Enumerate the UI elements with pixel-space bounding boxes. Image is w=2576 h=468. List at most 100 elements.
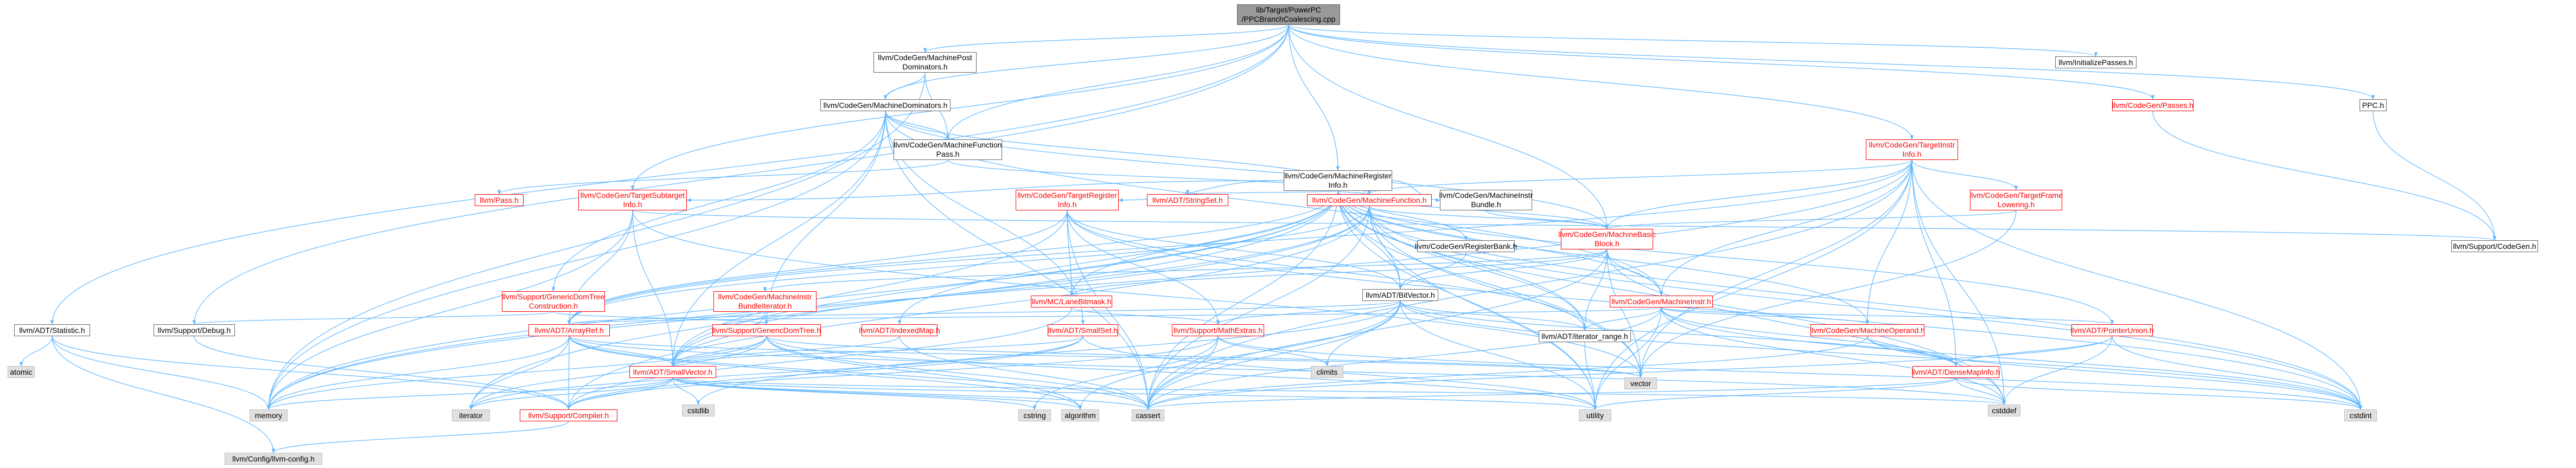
node-arrayref: llvm/ADT/ArrayRef.h (528, 324, 610, 336)
edge-cgpasses-to-codegenh (2152, 111, 2497, 241)
node-postdom[interactable]: llvm/CodeGen/MachinePost Dominators.h (873, 52, 977, 73)
node-memory: memory (250, 409, 288, 421)
edge-ptrunion-to-cstddef (2002, 336, 2113, 405)
node-tfl: llvm/CodeGen/TargetFrame Lowering.h (1969, 190, 2063, 210)
edge-smallvector-to-cassert (672, 377, 1150, 410)
node-iterrange[interactable]: llvm/ADT/iterator_range.h (1539, 330, 1631, 342)
node-mfpass[interactable]: llvm/CodeGen/MachineFunction Pass.h (894, 139, 1002, 160)
node-regbank[interactable]: llvm/CodeGen/RegisterBank.h (1415, 240, 1517, 252)
edge-regbank-to-bitvector (1398, 252, 1466, 290)
edge-tii-to-mf (1367, 159, 1912, 195)
edge-mi-to-mo (1661, 307, 1870, 325)
node-lanebit: llvm/MC/LaneBitmask.h (1031, 296, 1112, 307)
edge-mibi-to-smallvector (671, 311, 766, 367)
edge-compiler-to-config (271, 421, 569, 453)
edge-mbb-to-vector (1606, 249, 1643, 378)
edge-arrayref-to-cassert (569, 336, 1150, 410)
node-mdom[interactable]: llvm/CodeGen/MachineDominators.h (820, 99, 951, 111)
edge-tri-to-arrayref (567, 210, 1068, 325)
node-gdtc: llvm/Support/GenericDomTree Construction… (502, 291, 605, 312)
edge-mri-to-mib (1392, 180, 1440, 202)
edge-root-to-mfpass (946, 24, 1289, 140)
node-initpasses[interactable]: llvm/InitializePasses.h (2055, 56, 2137, 68)
node-codegenh[interactable]: llvm/Support/CodeGen.h (2451, 240, 2538, 252)
edge-smallset-to-iterator (469, 336, 1083, 410)
edge-gdt-to-utility (766, 336, 1597, 410)
edge-mathextras-to-cassert (1146, 336, 1219, 410)
edge-gdt-to-vector (766, 336, 1643, 378)
edge-arrayref-to-cstddef (569, 336, 2006, 405)
edge-mathextras-to-compiler (566, 336, 1219, 410)
edge-tri-to-bitvector (1067, 210, 1402, 290)
edge-mf-to-smallvector (671, 206, 1370, 367)
edge-mbb-to-cstddef (1606, 249, 2006, 405)
node-mo: llvm/CodeGen/MachineOperand.h (1810, 324, 1925, 336)
node-mibi: llvm/CodeGen/MachineInstr BundleIterator… (713, 291, 817, 312)
node-ppch[interactable]: PPC.h (2360, 99, 2387, 111)
edge-mdom-to-gdtc (551, 111, 886, 292)
edge-mi-to-densemapinfo (1661, 307, 1958, 367)
edge-mi-to-cstdint (1661, 307, 2363, 410)
node-tsi: llvm/CodeGen/TargetSubtarget Info.h (578, 190, 687, 210)
node-cstdlib: cstdlib (682, 405, 715, 416)
edge-bitvector-to-mathextras (1216, 300, 1401, 325)
edge-mathextras-to-climits (1217, 336, 1329, 367)
edge-statistic-to-memory (52, 336, 271, 410)
node-smallset: llvm/ADT/SmallSet.h (1048, 324, 1118, 336)
edge-root-to-initpasses (1288, 24, 2097, 57)
node-cstdint: cstdint (2344, 409, 2377, 421)
edge-iterrange-to-utility (1584, 342, 1597, 410)
edge-densemapinfo-to-utility (1593, 377, 1956, 410)
edge-statistic-to-config (52, 336, 276, 453)
edge-mf-to-mbb (1369, 206, 1609, 229)
edge-smallvector-to-utility (672, 377, 1597, 410)
edge-tsi-to-codegenh (632, 210, 2496, 241)
edge-mf-to-vector (1369, 206, 1643, 378)
node-tii: llvm/CodeGen/TargetInstr Info.h (1866, 139, 1958, 160)
edge-indexedmap-to-smallvector (671, 336, 900, 367)
node-algorithm: algorithm (1061, 409, 1099, 421)
node-debug[interactable]: llvm/Support/Debug.h (154, 324, 235, 336)
edge-root-to-debug (192, 24, 1289, 325)
edge-mi-to-ptrunion (1661, 307, 2114, 325)
node-mib[interactable]: llvm/CodeGen/MachineInstr Bundle.h (1439, 190, 1533, 210)
edge-tii-to-memory (266, 159, 1912, 410)
node-mri[interactable]: llvm/CodeGen/MachineRegister Info.h (1284, 170, 1392, 191)
edge-bitvector-to-utility (1400, 300, 1597, 410)
node-statistic[interactable]: llvm/ADT/Statistic.h (14, 324, 90, 336)
edge-mri-to-stringset (1186, 190, 1338, 195)
node-tri: llvm/CodeGen/TargetRegister Info.h (1016, 190, 1119, 210)
edge-tsi-to-smallvector (632, 210, 675, 367)
edge-mo-to-densemapinfo (1867, 336, 1958, 367)
edge-smallvector-to-cstddef (672, 377, 2006, 405)
edge-densemapinfo-to-cstdint (1955, 377, 2363, 410)
edge-bitvector-to-cassert (1146, 300, 1401, 410)
edge-gdt-to-iterator (469, 336, 767, 410)
edge-densemapinfo-to-cstddef (1955, 377, 2006, 405)
node-smallvector: llvm/ADT/SmallVector.h (629, 366, 716, 378)
edge-gdt-to-smallvector (671, 336, 767, 367)
edge-root-to-postdom (923, 24, 1289, 53)
edge-bitvector-to-iterrange (1400, 300, 1587, 331)
edge-tii-to-utility (1593, 159, 1912, 410)
edge-mri-to-cstdint (1337, 190, 2363, 410)
edge-root-to-tsi (630, 24, 1289, 190)
node-climits: climits (1311, 366, 1343, 378)
edge-mri-to-tsi (686, 180, 1284, 202)
node-bitvector[interactable]: llvm/ADT/BitVector.h (1362, 289, 1438, 301)
edge-root-to-mbb (1288, 24, 1609, 229)
node-cstring: cstring (1018, 409, 1051, 421)
edge-mri-to-indexedmap (897, 190, 1338, 325)
edge-mdom-to-mfpass (885, 111, 950, 140)
edge-gdt-to-cassert (766, 336, 1150, 410)
edge-smallset-to-compiler (566, 336, 1083, 410)
edge-mf-to-memory (266, 206, 1370, 410)
node-vector: vector (1624, 377, 1657, 389)
edge-gdt-to-memory (266, 336, 767, 410)
node-cgpasses: llvm/CodeGen/Passes.h (2112, 99, 2194, 111)
edge-bitvector-to-cstdint (1400, 300, 2363, 410)
node-cstddef: cstddef (1988, 405, 2020, 416)
edge-tii-to-arrayref (567, 159, 1912, 325)
edge-mi-to-arrayref (568, 307, 1662, 325)
node-gdt: llvm/Support/GenericDomTree.h (712, 324, 821, 336)
